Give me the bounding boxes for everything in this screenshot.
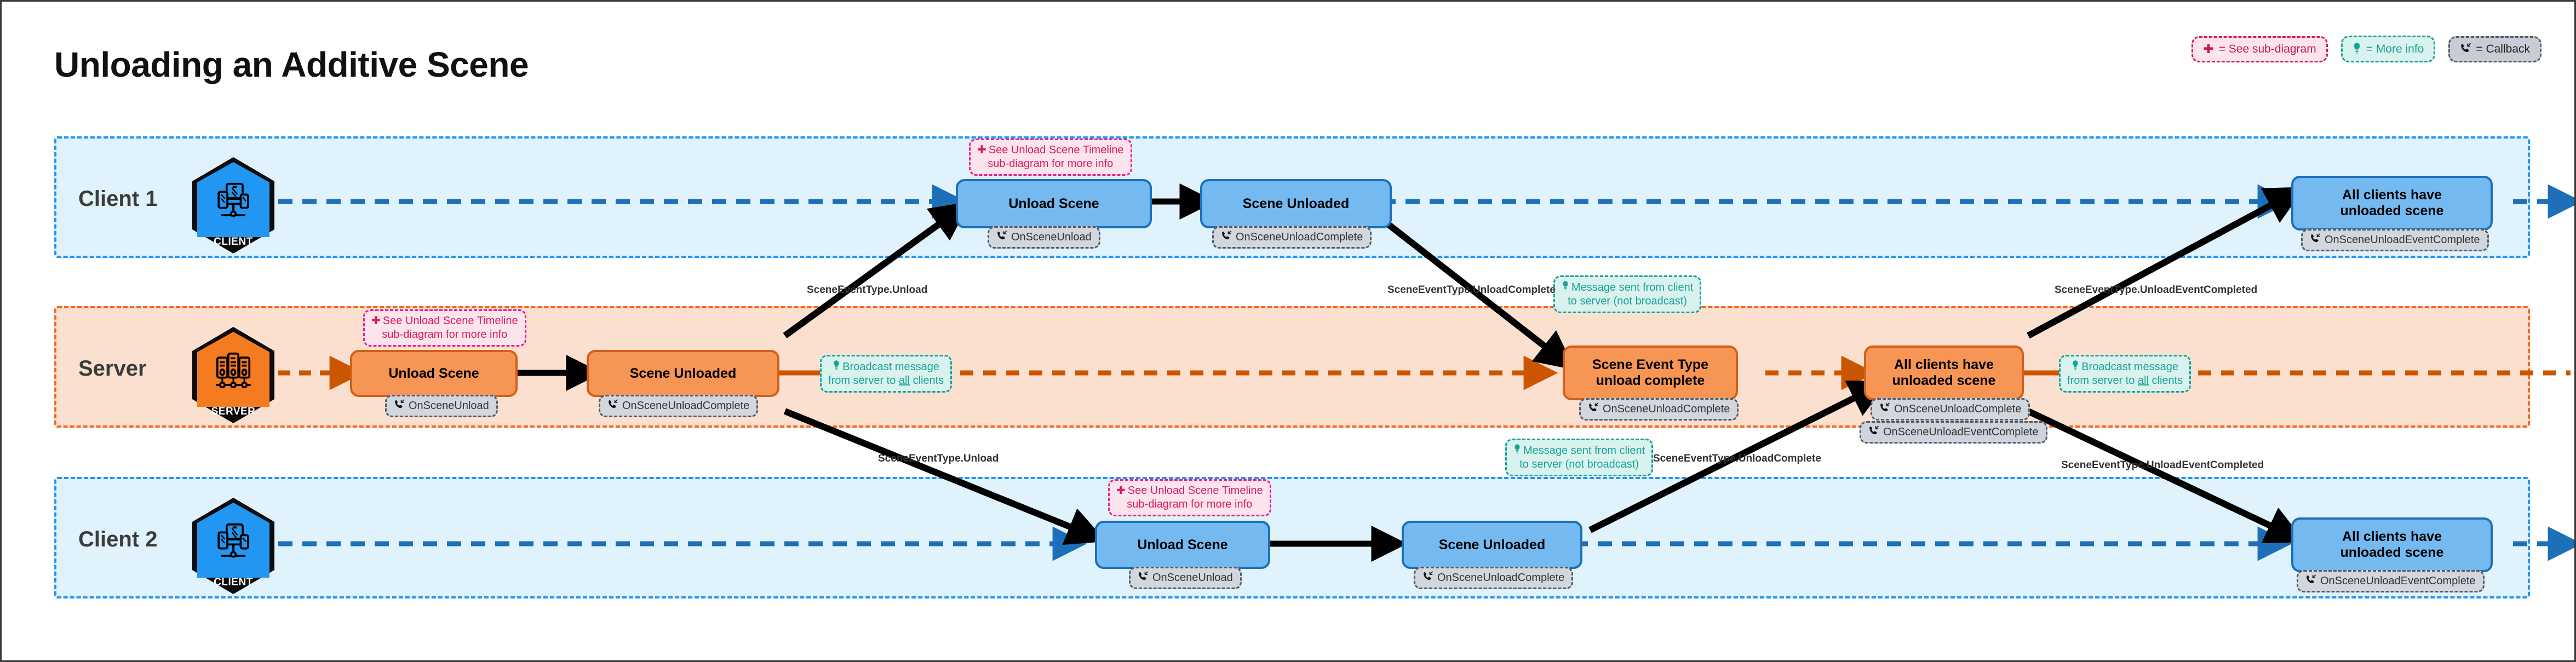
- lane-client2: [54, 477, 2530, 598]
- callback-label: OnSceneUnload: [1011, 231, 1092, 243]
- callback-server-on-scene-unload-complete: OnSceneUnloadComplete: [599, 395, 759, 417]
- lightbulb-icon: [1562, 280, 1569, 295]
- callback-label: OnSceneUnloadEventComplete: [1883, 426, 2039, 438]
- legend-more-info: = More info: [2340, 36, 2436, 62]
- callback-label: OnSceneUnloadComplete: [1236, 231, 1363, 243]
- callback-label: OnSceneUnloadComplete: [622, 400, 750, 412]
- actor-client2: CLIENT: [192, 498, 274, 594]
- plus-icon: ✚: [977, 144, 986, 156]
- plus-icon: ✚: [1116, 485, 1126, 497]
- callback-label: OnSceneUnload: [409, 400, 489, 412]
- callback-client1-on-scene-unload-event-complete: OnSceneUnloadEventComplete: [2301, 229, 2489, 251]
- callback-label: OnSceneUnloadEventComplete: [2320, 575, 2476, 587]
- node-client1-scene-unloaded[interactable]: Scene Unloaded: [1200, 179, 1392, 228]
- actor-client2-name: CLIENT: [214, 577, 253, 588]
- phone-callback-icon: [607, 399, 618, 413]
- lane-label-client2: Client 2: [78, 527, 158, 551]
- plus-icon: ✚: [371, 315, 381, 327]
- phone-callback-icon: [2460, 43, 2471, 56]
- page-title: Unloading an Additive Scene: [54, 45, 529, 84]
- lightbulb-icon: [2072, 360, 2079, 374]
- callback-client2-on-scene-unload: OnSceneUnload: [1129, 567, 1242, 589]
- callback-client2-on-scene-unload-complete: OnSceneUnloadComplete: [1414, 567, 1574, 589]
- node-server-scene-unloaded[interactable]: Scene Unloaded: [587, 350, 779, 397]
- phone-callback-icon: [996, 231, 1007, 244]
- callback-server-all-on-scene-unload-event-complete: OnSceneUnloadEventComplete: [1860, 421, 2047, 444]
- phone-callback-icon: [2310, 233, 2320, 247]
- actor-server: SERVER: [192, 327, 274, 423]
- callback-label: OnSceneUnloadComplete: [1603, 403, 1730, 415]
- plus-icon: ✚: [2203, 42, 2214, 56]
- edge-label-unload-top: SceneEventType.Unload: [807, 284, 928, 296]
- phone-callback-icon: [394, 399, 404, 413]
- callback-server-evt-on-scene-unload-complete: OnSceneUnloadComplete: [1579, 398, 1739, 421]
- callback-label: OnSceneUnloadEventComplete: [2325, 234, 2480, 246]
- actor-client1: CLIENT: [192, 157, 274, 254]
- legend: ✚ = See sub-diagram = More info = Callba…: [2191, 36, 2541, 62]
- phone-callback-icon: [2305, 574, 2316, 588]
- lightbulb-icon: [2353, 42, 2361, 56]
- actor-client1-name: CLIENT: [214, 236, 253, 247]
- phone-callback-icon: [1868, 425, 1879, 439]
- actor-server-name: SERVER: [211, 406, 256, 417]
- node-client2-scene-unloaded[interactable]: Scene Unloaded: [1402, 521, 1582, 569]
- callback-client2-on-scene-unload-event-complete: OnSceneUnloadEventComplete: [2297, 570, 2485, 592]
- callback-label: OnSceneUnload: [1152, 572, 1233, 584]
- edge-label-unload-complete-top: SceneEventType.UnloadComplete: [1387, 284, 1556, 296]
- phone-callback-icon: [1588, 402, 1598, 416]
- callback-client1-on-scene-unload-complete: OnSceneUnloadComplete: [1212, 226, 1372, 249]
- phone-callback-icon: [1221, 231, 1231, 244]
- callback-server-all-on-scene-unload-complete: OnSceneUnloadComplete: [1871, 398, 2030, 421]
- edge-label-unload-bottom: SceneEventType.Unload: [878, 453, 999, 464]
- phone-callback-icon: [1138, 571, 1148, 585]
- callback-label: OnSceneUnloadComplete: [1437, 572, 1565, 584]
- lane-label-client1: Client 1: [78, 187, 158, 211]
- callback-client1-on-scene-unload: OnSceneUnload: [988, 226, 1100, 249]
- edge-label-unload-complete-bottom: SceneEventType.UnloadComplete: [1653, 453, 1821, 464]
- legend-callback: = Callback: [2448, 36, 2541, 62]
- callback-server-on-scene-unload: OnSceneUnload: [385, 395, 498, 417]
- node-client1-unload-scene[interactable]: Unload Scene: [956, 179, 1152, 228]
- lane-label-server: Server: [78, 356, 147, 381]
- phone-callback-icon: [1422, 571, 1433, 585]
- lightbulb-icon: [1513, 444, 1521, 458]
- node-client2-unload-scene[interactable]: Unload Scene: [1095, 521, 1270, 569]
- lightbulb-icon: [833, 360, 840, 374]
- callback-label: OnSceneUnloadComplete: [1894, 403, 2022, 415]
- legend-more-info-label: = More info: [2366, 42, 2424, 55]
- edge-label-unload-event-completed-top: SceneEventType.UnloadEventCompleted: [2055, 284, 2258, 296]
- node-server-unload-scene[interactable]: Unload Scene: [350, 350, 518, 397]
- legend-callback-label: = Callback: [2476, 42, 2530, 55]
- legend-see-sub-diagram-label: = See sub-diagram: [2218, 42, 2316, 55]
- phone-callback-icon: [1879, 402, 1890, 416]
- edge-label-unload-event-completed-bottom: SceneEventType.UnloadEventCompleted: [2061, 459, 2264, 471]
- legend-see-sub-diagram: ✚ = See sub-diagram: [2191, 36, 2328, 62]
